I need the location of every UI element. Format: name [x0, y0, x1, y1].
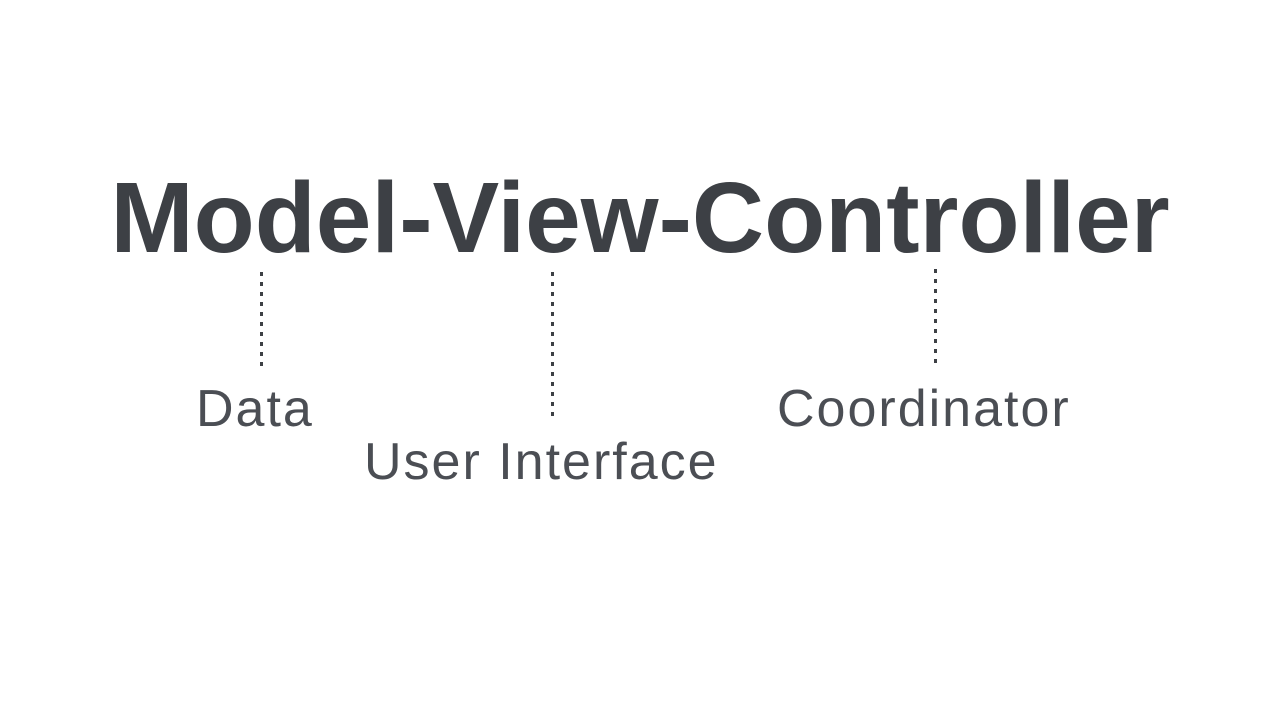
model-connector-dotted-line — [260, 272, 263, 369]
controller-label: Coordinator — [777, 380, 1071, 438]
view-label: User Interface — [364, 433, 719, 491]
slide-title: Model-View-Controller — [110, 162, 1170, 274]
model-label: Data — [196, 380, 314, 438]
view-connector-dotted-line — [551, 272, 554, 419]
controller-connector-dotted-line — [934, 269, 937, 369]
